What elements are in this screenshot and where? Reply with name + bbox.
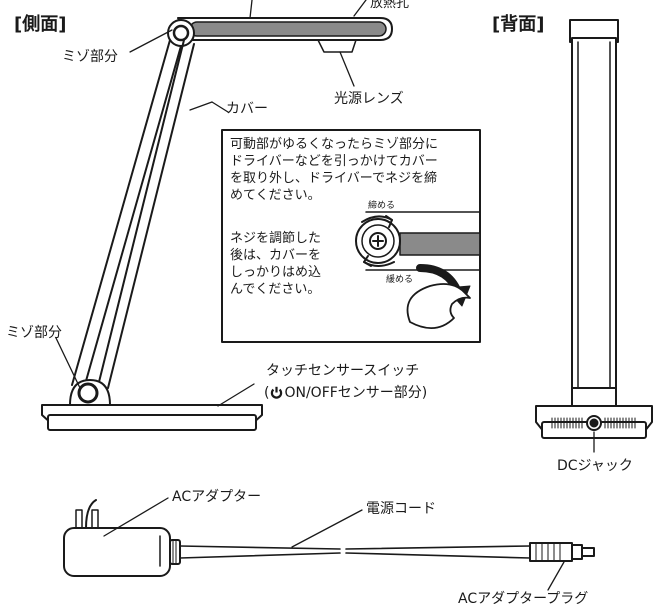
side-view-header: [側面] bbox=[14, 14, 67, 35]
ac-adapter-label: ACアダプター bbox=[172, 489, 262, 505]
ac-plug-label: ACアダプタープラグ bbox=[458, 591, 589, 607]
note-paragraph-1: 可動部がゆるくなったらミゾ部分に ドライバーなどを引っかけてカバー を取り外し、… bbox=[230, 136, 480, 204]
screw-illustration bbox=[355, 211, 481, 329]
note-line: 後は、カバーを bbox=[230, 248, 322, 263]
note-line: ネジを調節した bbox=[230, 231, 322, 246]
ac-plug-head bbox=[529, 542, 595, 562]
lens-label: 光源レンズ bbox=[334, 91, 404, 107]
note-line: んでください。 bbox=[230, 282, 321, 297]
touch-sensor-label: タッチセンサースイッチ bbox=[266, 363, 420, 379]
touch-sensor-sublabel-text: ON/OFFセンサー部分) bbox=[284, 385, 428, 401]
power-cord-line bbox=[179, 545, 531, 559]
loosen-label: 緩める bbox=[386, 275, 414, 285]
cover-label: カバー bbox=[226, 101, 268, 117]
back-view-header: [背面] bbox=[492, 14, 545, 35]
top-hinge bbox=[167, 19, 195, 47]
power-icon bbox=[270, 386, 283, 399]
ac-adapter-body bbox=[63, 499, 181, 577]
lamp-arm bbox=[71, 39, 195, 389]
leader-lines bbox=[55, 0, 595, 591]
heat-vent-label: 放熱孔 bbox=[370, 0, 410, 11]
note-line: を取り外し、ドライバーでネジを締 bbox=[230, 171, 437, 186]
note-line: 可動部がゆるくなったらミゾ部分に bbox=[230, 137, 439, 152]
dc-jack-label: DCジャック bbox=[557, 458, 633, 474]
tighten-label: 締める bbox=[368, 201, 396, 211]
dc-jack-port bbox=[586, 415, 602, 431]
note-line: ドライバーなどを引っかけてカバー bbox=[230, 154, 438, 169]
back-view-lamp bbox=[535, 19, 653, 439]
note-paragraph-2: ネジを調節した 後は、カバーを しっかりはめ込 んでください。 bbox=[230, 230, 350, 298]
lamp-base bbox=[41, 379, 263, 431]
note-line: めてください。 bbox=[230, 188, 321, 203]
paren-open: ( bbox=[264, 385, 270, 401]
groove-label-bottom: ミゾ部分 bbox=[6, 325, 62, 341]
groove-label-top: ミゾ部分 bbox=[62, 49, 118, 65]
power-cord-label: 電源コード bbox=[366, 501, 436, 517]
touch-sensor-sublabel: ( ON/OFFセンサー部分) bbox=[264, 382, 427, 402]
vent-grille-right bbox=[604, 417, 636, 429]
note-line: しっかりはめ込 bbox=[230, 265, 322, 280]
vent-grille-left bbox=[551, 417, 583, 429]
lamp-head bbox=[177, 17, 393, 53]
